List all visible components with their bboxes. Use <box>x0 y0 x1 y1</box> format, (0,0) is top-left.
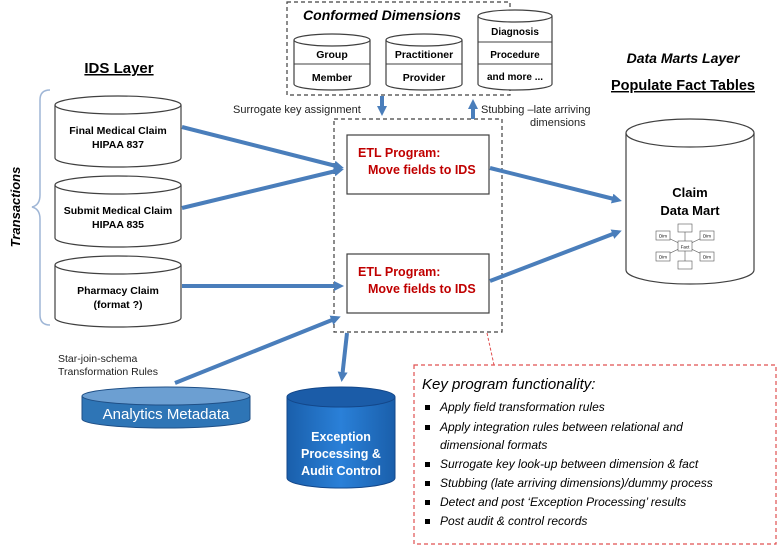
key-functionality-box: Key program functionality: Apply field t… <box>413 364 777 545</box>
claim-data-mart-cylinder: Claim Data Mart <box>625 118 755 285</box>
star-join-rules-line2: Transformation Rules <box>58 366 158 378</box>
mini-dim-label: Dim <box>659 255 667 260</box>
transactions-label: Transactions <box>8 167 23 248</box>
source-cylinder-pharmacy-claim: Pharmacy Claim (format ?) <box>54 255 182 328</box>
mini-dim-box <box>655 251 671 262</box>
mini-dim-box <box>699 230 715 241</box>
pharmacy-claim-line2: (format ?) <box>94 299 143 311</box>
arrow-etl1-to-datamart <box>489 166 622 204</box>
dim-provider-label: Provider <box>403 72 446 84</box>
functionality-item: Post audit & control records <box>440 514 587 528</box>
flow-arrows <box>174 96 622 385</box>
functionality-item-continuation: dimensional formats <box>440 438 547 452</box>
exception-line2: Processing & <box>301 447 381 461</box>
arrow-submit-claim-to-etl1 <box>181 166 344 210</box>
source-cylinder-submit-medical-claim: Submit Medical Claim HIPAA 835 <box>54 175 182 248</box>
etl-program-1-title: ETL Program: <box>358 146 440 160</box>
dim-more-label: and more ... <box>487 72 543 83</box>
dim-member-label: Member <box>312 72 352 84</box>
claim-data-mart-line1: Claim <box>672 185 707 200</box>
stubbing-label-line2: dimensions <box>530 117 586 129</box>
submit-claim-line1: Submit Medical Claim <box>64 205 173 217</box>
functionality-item: Apply field transformation rules <box>439 400 605 414</box>
mini-dim-label: Dim <box>703 255 711 260</box>
etl-program-box-2: ETL Program: Move fields to IDS <box>346 253 490 314</box>
mini-dim-label: Dim <box>703 234 711 239</box>
mini-dim-box <box>655 230 671 241</box>
dimension-cylinder-group-member: Group Member <box>293 33 371 91</box>
arrow-etl-to-exception <box>337 332 349 382</box>
dimension-cylinder-more: Diagnosis Procedure and more ... <box>477 9 553 91</box>
etl-program-1-subtitle: Move fields to IDS <box>368 163 476 177</box>
arrow-final-claim-to-etl1 <box>181 125 344 171</box>
data-marts-title: Data Marts Layer <box>627 50 741 66</box>
claim-data-mart-line2: Data Mart <box>660 203 720 218</box>
stubbing-label-line1: Stubbing –late arriving <box>481 104 590 116</box>
etl-program-2-title: ETL Program: <box>358 265 440 279</box>
analytics-metadata-cylinder: Analytics Metadata <box>81 386 251 429</box>
functionality-item: Stubbing (late arriving dimensions)/dumm… <box>440 476 713 490</box>
dimension-cylinder-practitioner-provider: Practitioner Provider <box>385 33 463 91</box>
surrogate-key-label: Surrogate key assignment <box>233 104 361 116</box>
etl-program-2-subtitle: Move fields to IDS <box>368 282 476 296</box>
exception-line3: Audit Control <box>301 464 381 478</box>
functionality-item: Surrogate key look-up between dimension … <box>440 457 699 471</box>
arrow-etl2-to-datamart <box>489 229 622 283</box>
dim-diagnosis-label: Diagnosis <box>491 27 539 38</box>
dim-practitioner-label: Practitioner <box>395 49 453 61</box>
dim-group-label: Group <box>316 49 348 61</box>
exception-processing-cylinder: Exception Processing & Audit Control <box>286 386 396 489</box>
arrow-metadata-to-etl <box>174 315 341 385</box>
pharmacy-claim-line1: Pharmacy Claim <box>77 285 159 297</box>
etl-program-box-1: ETL Program: Move fields to IDS <box>346 134 490 195</box>
mini-dim-box <box>699 251 715 262</box>
final-claim-line1: Final Medical Claim <box>69 125 166 137</box>
source-cylinder-final-medical-claim: Final Medical Claim HIPAA 837 <box>54 95 182 168</box>
mini-star-schema-icon: Fact Dim Dim Dim Dim <box>655 223 715 270</box>
dim-procedure-label: Procedure <box>490 50 540 61</box>
exception-line1: Exception <box>311 430 371 444</box>
submit-claim-line2: HIPAA 835 <box>92 219 144 231</box>
functionality-item: Detect and post ‘Exception Processing’ r… <box>440 495 686 509</box>
callout-connector <box>486 332 495 366</box>
data-marts-subtitle: Populate Fact Tables <box>611 78 755 94</box>
ids-layer-title: IDS Layer <box>84 60 153 77</box>
mini-dim-box <box>677 260 693 270</box>
conformed-dimensions-title: Conformed Dimensions <box>303 7 461 23</box>
mini-fact-box <box>677 240 693 252</box>
analytics-metadata-label: Analytics Metadata <box>103 406 230 423</box>
star-join-rules-line1: Star-join-schema <box>58 353 138 365</box>
mini-dim-label: Dim <box>659 234 667 239</box>
mini-fact-label: Fact <box>681 245 691 250</box>
functionality-item: Apply integration rules between relation… <box>439 420 683 434</box>
key-functionality-title: Key program functionality: <box>422 376 595 393</box>
transactions-brace: Transactions <box>8 89 51 326</box>
final-claim-line2: HIPAA 837 <box>92 139 144 151</box>
mini-dim-box <box>677 223 693 233</box>
